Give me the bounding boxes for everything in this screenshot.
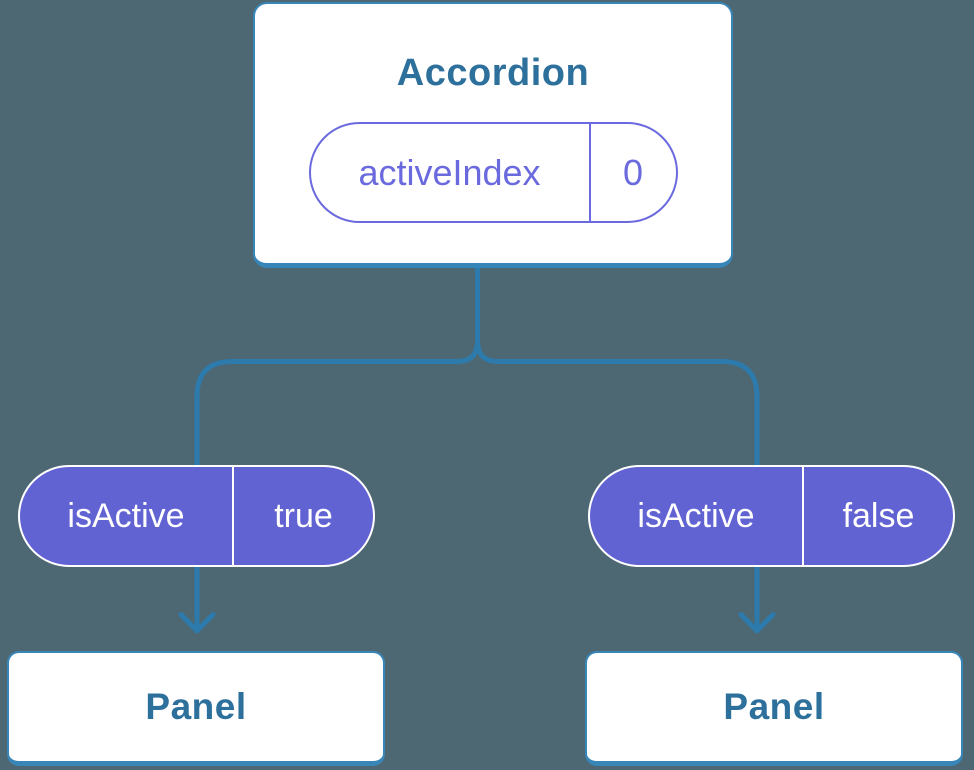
prop-pill-label: isActive <box>637 496 755 535</box>
node-title: Accordion <box>396 52 590 94</box>
connector-left-branch <box>194 262 480 629</box>
prop-pill-is-active-false: isActive false <box>588 465 955 567</box>
state-pill-value: 0 <box>588 124 676 221</box>
prop-pill-label: isActive <box>67 496 185 535</box>
panel-title: Panel <box>145 686 247 727</box>
panel-node-card-right: Panel <box>585 651 963 766</box>
prop-pill-is-active-true: isActive true <box>18 465 375 567</box>
accordion-node-card: Accordion activeIndex 0 <box>253 2 733 268</box>
state-pill-label: activeIndex <box>358 151 541 193</box>
down-arrowhead-left-icon <box>178 612 216 634</box>
connector-right-branch <box>475 262 760 629</box>
prop-pill-value: true <box>232 467 373 565</box>
down-arrowhead-right-icon <box>738 612 776 634</box>
panel-title: Panel <box>723 686 825 727</box>
panel-node-card-left: Panel <box>7 651 385 766</box>
prop-pill-value: false <box>802 467 953 565</box>
state-pill: activeIndex 0 <box>308 122 678 223</box>
